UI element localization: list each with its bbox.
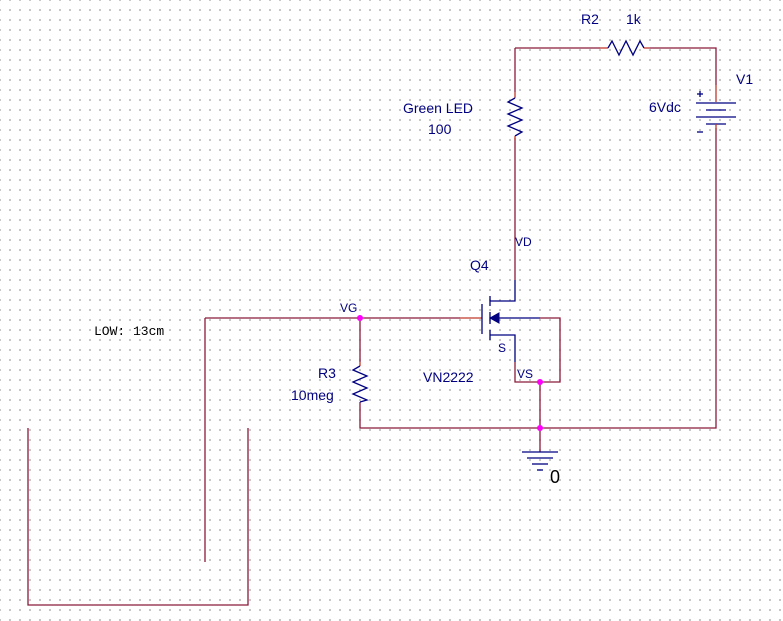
v1-name-label: V1 (736, 71, 753, 87)
r2-value-label: 1k (626, 11, 642, 27)
r3-name-label: R3 (318, 365, 336, 381)
level-annotation: LOW: 13cm (94, 324, 164, 339)
node-ground-junction[interactable] (537, 425, 543, 431)
resistor-r2[interactable] (600, 39, 650, 57)
mosfet-q4[interactable] (460, 280, 540, 362)
water-tank (27, 428, 249, 606)
node-vs[interactable] (537, 379, 543, 385)
led-name-label: Green LED (403, 100, 473, 116)
wires (204, 47, 717, 562)
r3-value-label: 10meg (291, 387, 334, 403)
wire-r3-to-ground[interactable] (359, 402, 540, 429)
wire-v1-to-ground[interactable] (540, 128, 717, 429)
ground-symbol[interactable] (522, 451, 558, 471)
v1-value-label: 6Vdc (649, 99, 681, 115)
r2-name-label: R2 (581, 11, 599, 27)
net-label-vs: VS (517, 367, 533, 381)
ground-label: 0 (550, 467, 560, 487)
q4-name-label: Q4 (470, 257, 489, 273)
green-led-resistor[interactable] (506, 92, 524, 140)
battery-v1[interactable] (696, 85, 736, 133)
wire-r2-to-v1[interactable] (650, 47, 717, 85)
q4-source-pin-label: S (498, 341, 506, 355)
node-vg[interactable] (357, 315, 363, 321)
resistor-r3[interactable] (351, 362, 369, 403)
led-value-label: 100 (428, 121, 452, 137)
net-label-vd: VD (515, 235, 532, 249)
q4-model-label: VN2222 (423, 369, 474, 385)
wire-source-body-loop[interactable] (514, 317, 561, 383)
net-label-vg: VG (340, 301, 357, 315)
